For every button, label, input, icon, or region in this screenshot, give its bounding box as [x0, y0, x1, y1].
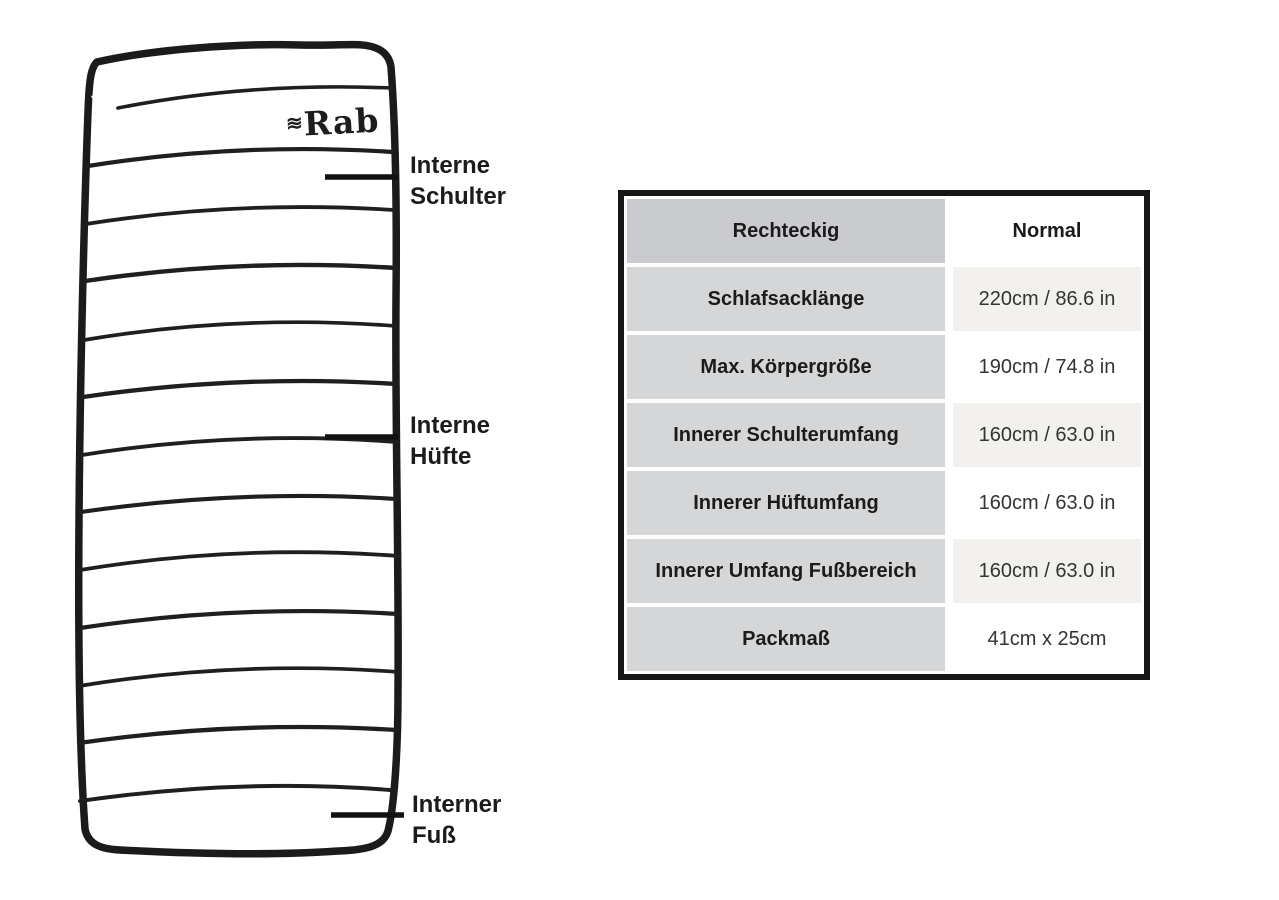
- row-value: 190cm / 74.8 in: [953, 335, 1141, 399]
- row-value: 160cm / 63.0 in: [953, 403, 1141, 467]
- row-label: Max. Körpergröße: [627, 335, 945, 399]
- label-line: Schulter: [410, 183, 507, 210]
- row-value: 160cm / 63.0 in: [953, 539, 1141, 603]
- rab-squiggle-icon: ≋: [285, 110, 304, 136]
- label-line: Hüfte: [410, 443, 472, 470]
- size-table: Rechteckig Normal Schlafsacklänge 220cm …: [618, 190, 1150, 680]
- row-label: Packmaß: [627, 607, 945, 671]
- table-row: Max. Körpergröße 190cm / 74.8 in: [627, 335, 1141, 399]
- sketch-stroke: [91, 56, 206, 100]
- sleeping-bag-illustration: [75, 40, 404, 858]
- label-line: Fuß: [412, 822, 456, 849]
- table-header-row: Rechteckig Normal: [627, 199, 1141, 263]
- row-label: Innerer Umfang Fußbereich: [627, 539, 945, 603]
- baffle-lines: [76, 85, 401, 803]
- table-header-value: Normal: [953, 199, 1141, 263]
- label-internal-foot: Interner Fuß: [412, 789, 501, 851]
- table-row: Packmaß 41cm x 25cm: [627, 607, 1141, 671]
- label-tick-lines: [325, 174, 404, 818]
- label-internal-hip: Interne Hüfte: [410, 410, 490, 472]
- rab-logo: ≋Rab: [285, 101, 380, 145]
- label-internal-shoulder: Interne Schulter: [410, 150, 506, 212]
- label-line: Interner: [412, 791, 502, 818]
- table-row: Innerer Umfang Fußbereich 160cm / 63.0 i…: [627, 539, 1141, 603]
- label-line: Interne: [410, 412, 491, 439]
- row-label: Schlafsacklänge: [627, 267, 945, 331]
- rab-logo-text: Rab: [302, 100, 381, 144]
- label-line: Interne: [410, 152, 491, 179]
- table-row: Innerer Hüftumfang 160cm / 63.0 in: [627, 471, 1141, 535]
- row-value: 160cm / 63.0 in: [953, 471, 1141, 535]
- table-row: Schlafsacklänge 220cm / 86.6 in: [627, 267, 1141, 331]
- row-value: 41cm x 25cm: [953, 607, 1141, 671]
- row-label: Innerer Hüftumfang: [627, 471, 945, 535]
- row-label: Innerer Schulterumfang: [627, 403, 945, 467]
- table-header-label: Rechteckig: [627, 199, 945, 263]
- row-value: 220cm / 86.6 in: [953, 267, 1141, 331]
- table-row: Innerer Schulterumfang 160cm / 63.0 in: [627, 403, 1141, 467]
- sleeping-bag-outline: [75, 40, 402, 858]
